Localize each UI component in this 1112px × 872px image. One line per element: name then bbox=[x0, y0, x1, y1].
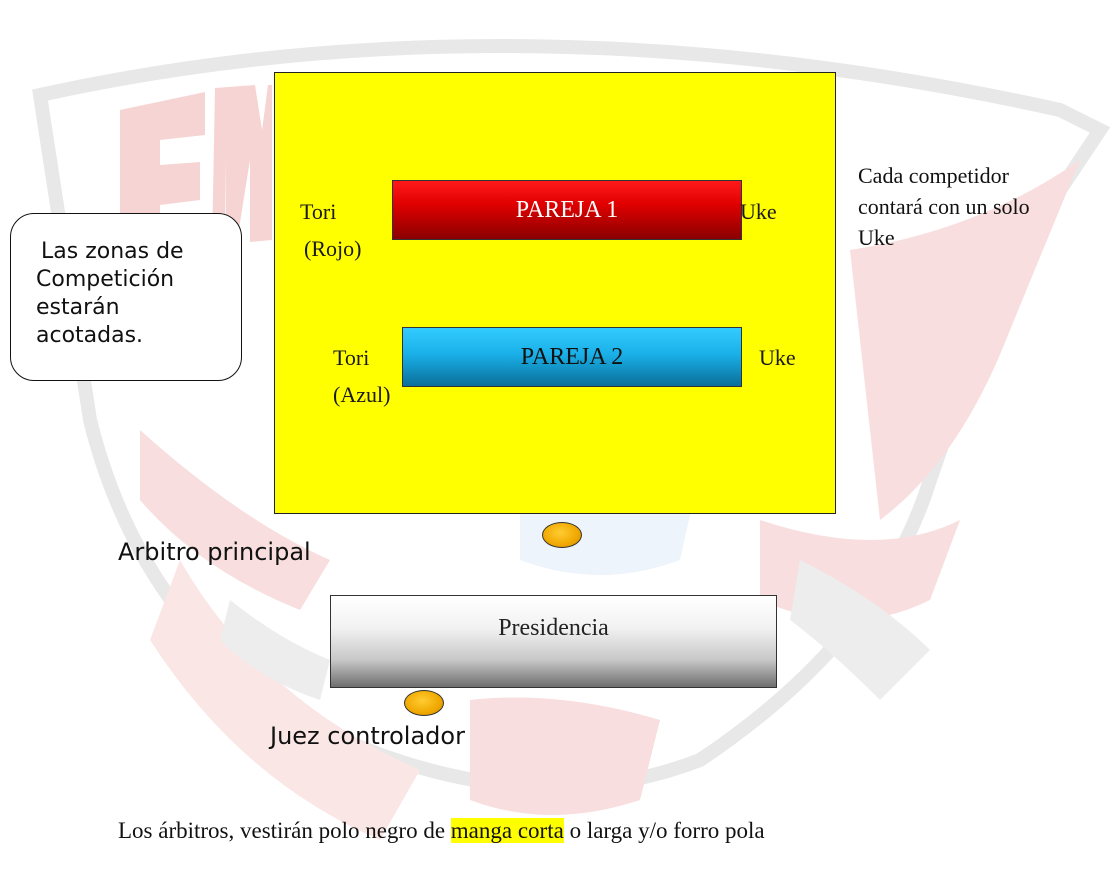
body-paragraph: Los árbitros, vestirán polo negro de man… bbox=[118, 818, 765, 844]
pair-2-uke-label: Uke bbox=[759, 345, 796, 370]
pair-2-bar: PAREJA 2 bbox=[402, 327, 742, 387]
paragraph-text-after: o larga y/o forro pola bbox=[563, 818, 765, 843]
zone-note-line-4: acotadas. bbox=[36, 323, 144, 348]
paragraph-highlight: manga corta bbox=[450, 818, 564, 843]
zone-note-line-2: Competición bbox=[36, 267, 175, 292]
uke-note-line-2: contará con un solo bbox=[858, 194, 1030, 219]
main-referee-label: Arbitro principal bbox=[118, 538, 311, 566]
presidency-label: Presidencia bbox=[498, 615, 609, 641]
zone-note-line-1: Las zonas de bbox=[41, 239, 184, 264]
pair-1-uke-label: Uke bbox=[740, 199, 777, 224]
zone-note-box: Las zonas de Competición estarán acotada… bbox=[10, 213, 242, 381]
pair-1-tori-label: Tori bbox=[300, 199, 337, 224]
paragraph-text-before: Los árbitros, vestirán polo negro de bbox=[118, 818, 451, 843]
pair-1-tori-color: (Rojo) bbox=[304, 236, 362, 261]
pair-1-bar: PAREJA 1 bbox=[392, 180, 742, 240]
uke-note-line-3: Uke bbox=[858, 225, 895, 250]
zone-note-line-3: estarán bbox=[36, 295, 120, 320]
uke-note: Cada competidor contará con un solo Uke bbox=[858, 160, 1030, 253]
pair-2-tori-color: (Azul) bbox=[333, 382, 391, 407]
controller-judge-marker bbox=[404, 690, 444, 716]
pair-1-label: PAREJA 1 bbox=[515, 196, 619, 223]
presidency-table: Presidencia bbox=[330, 595, 777, 688]
controller-judge-label: Juez controlador bbox=[270, 722, 465, 750]
pair-2-tori-label: Tori bbox=[333, 345, 370, 370]
uke-note-line-1: Cada competidor bbox=[858, 163, 1009, 188]
pair-2-label: PAREJA 2 bbox=[520, 343, 624, 370]
competition-mat bbox=[274, 72, 836, 514]
main-referee-marker bbox=[542, 522, 582, 548]
